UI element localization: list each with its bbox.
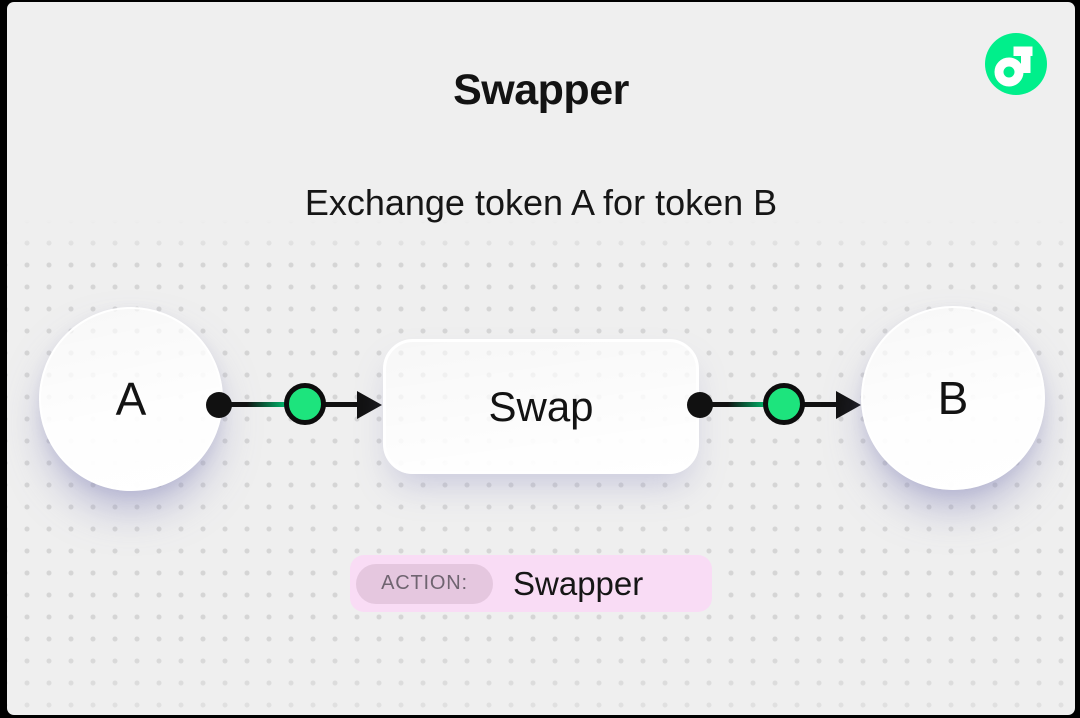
page-title: Swapper [453,66,629,114]
action-badge: ACTION: Swapper [350,555,712,612]
action-badge-label: ACTION: [356,563,493,604]
node-swap: Swap [383,339,699,474]
node-token-a-label: A [115,373,147,425]
node-token-a: A [39,307,223,491]
flow-logo-icon [985,33,1047,95]
edge-a-swap-arrowhead-icon [357,391,382,419]
node-token-b-label: B [937,372,969,424]
edge-a-swap-start-dot [206,392,232,418]
node-swap-label: Swap [488,382,594,430]
edge-a-swap-green-marker [284,383,326,425]
edge-swap-b-green-marker [763,383,805,425]
page-subtitle: Exchange token A for token B [304,182,778,223]
action-badge-value: Swapper [513,564,644,602]
edge-swap-b-arrowhead-icon [836,391,861,419]
canvas: Swapper Exchange token A for token B A S… [7,2,1075,715]
node-token-b: B [861,306,1045,490]
edge-swap-b-start-dot [687,392,713,418]
